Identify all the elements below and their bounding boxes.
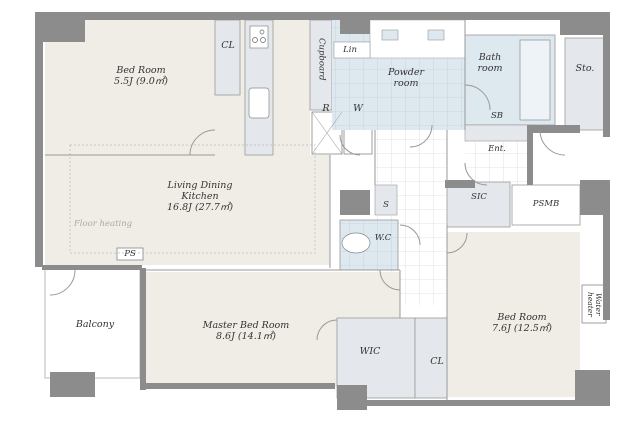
balcony-label: Balcony [75, 319, 115, 330]
powder-room-label-1: Powder [387, 67, 425, 78]
balcony-floor [44, 267, 141, 379]
entrance-label: Ent. [488, 144, 506, 154]
bed-room-2-label: Bed Room [497, 312, 547, 323]
bed-room-1-size: 5.5J (9.0㎡) [114, 76, 168, 87]
ldk-size: 16.8J (27.7㎡) [166, 202, 234, 213]
refrigerator-label: R [322, 103, 330, 114]
bathtub [519, 39, 551, 121]
sic-label: SIC [471, 192, 487, 202]
water-heater-label: Water heater [586, 291, 603, 317]
interior-walls [45, 20, 566, 400]
storage-floor [564, 37, 606, 131]
closet-1-floor [214, 19, 241, 96]
shelf-label: S [383, 200, 389, 210]
linen-box [333, 41, 371, 59]
sic-floor [446, 181, 511, 228]
shoe-box-label: SB [490, 111, 504, 121]
bed-room-2-floor [447, 232, 580, 397]
ldk-label-1: Living Dining [167, 180, 233, 191]
master-bed-room-size: 8.6J (14.1㎡) [215, 331, 277, 342]
ldk-floor [45, 155, 330, 265]
bed-room-1-floor [45, 20, 240, 155]
wc-label: W.C [374, 233, 392, 243]
wic-floor [336, 317, 416, 399]
cupboard-label: Cupboard [316, 38, 327, 81]
wic-label: WIC [359, 346, 381, 357]
toilet [341, 232, 371, 254]
kitchen-sink [248, 87, 270, 119]
ps-box [116, 247, 144, 261]
ps-label: PS [124, 249, 136, 259]
stove [249, 25, 269, 49]
linen-label: Lin [343, 45, 357, 55]
fridge-x [311, 111, 343, 155]
psmb-label: PSMB [532, 199, 560, 209]
washbasin-1 [381, 29, 399, 41]
walls [35, 12, 610, 410]
bed-room-2-size: 7.6J (12.5㎡) [491, 323, 553, 334]
floor-heating-label: Floor heating [73, 219, 133, 229]
washbasin-2 [427, 29, 445, 41]
storage-label: Sto. [575, 63, 595, 74]
closet-1-label: CL [221, 40, 235, 51]
floor-heating-area [69, 144, 316, 254]
bed-room-1-label: Bed Room [116, 65, 166, 76]
shoe-box [464, 124, 531, 142]
bath-room-label-2: room [477, 63, 503, 74]
stove-burners [252, 29, 266, 43]
washer-label: W [353, 103, 363, 114]
closet-2-label: CL [430, 356, 444, 367]
bath-room-label-1: Bath [478, 52, 502, 63]
closet-2-floor [414, 317, 448, 399]
ldk-label-2: Kitchen [181, 191, 219, 202]
powder-room-label-2: room [393, 78, 419, 89]
shelf-box [374, 184, 398, 216]
master-bed-room-label: Master Bed Room [202, 320, 290, 331]
